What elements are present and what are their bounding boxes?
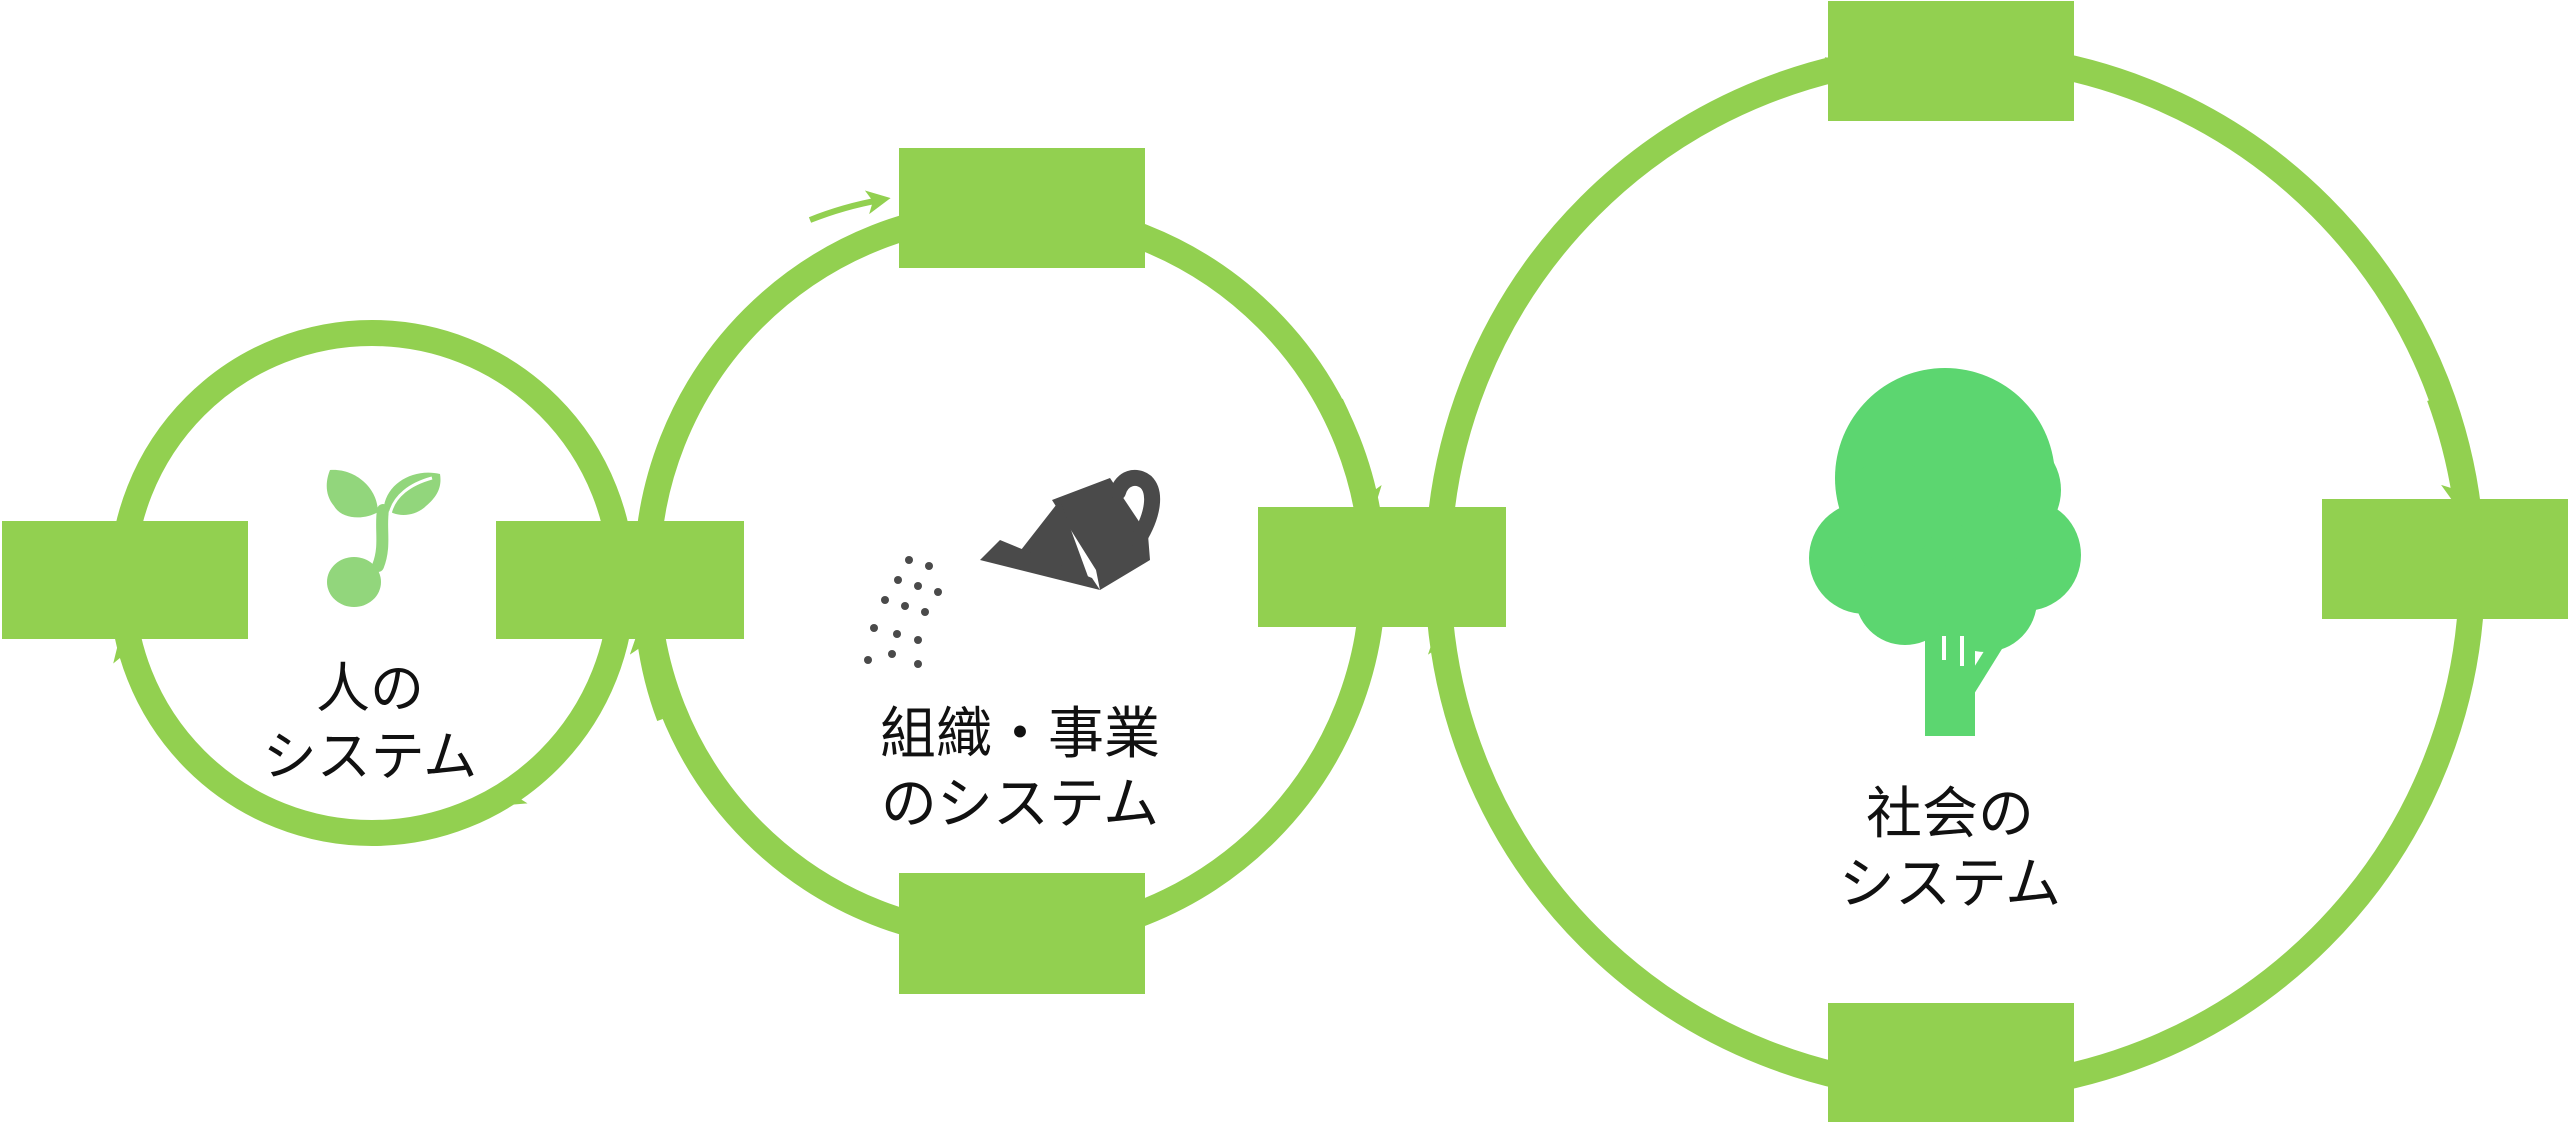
cycle-organization-arrow-bottom: [1160, 837, 1263, 906]
cycle-society-box-right: [2322, 499, 2568, 619]
cycle-organization: [629, 148, 1506, 994]
cycle-society: [1425, 1, 2568, 1122]
cycle-society-arrow-left: [1427, 629, 1453, 701]
cycle-person-arrow-right: [557, 408, 627, 543]
cycle-person-label-line-2: システム: [262, 724, 478, 788]
cycle-person-label: 人の システム: [240, 655, 500, 790]
cycle-person-label-line-1: 人の: [316, 657, 424, 720]
cycle-society-label-line-2: システム: [1838, 852, 2062, 917]
cycle-society-arrow-bottom: [2059, 1037, 2182, 1085]
cycle-person-box-left: [2, 521, 248, 639]
cycle-organization-arrow-top: [808, 190, 891, 223]
cycle-society-arrow-right: [2427, 398, 2465, 507]
sprout-icon: [326, 469, 441, 607]
cycle-society-label: 社会の システム: [1820, 780, 2080, 920]
cycle-organization-box-right: [1258, 507, 1506, 627]
cycle-person-arrow-left: [113, 637, 143, 702]
cycle-person-arrow-bottom: [500, 757, 563, 806]
cycle-organization-arrow-right: [1337, 398, 1382, 511]
cycle-organization-label: 組織・事業 のシステム: [860, 700, 1180, 840]
cycle-organization-label-line-1: 組織・事業: [880, 702, 1160, 767]
cycle-organization-arrow-left: [629, 629, 663, 722]
cycle-person-box-right: [496, 521, 744, 639]
cycle-society-box-top: [1828, 1, 2074, 121]
tree-icon: [1809, 368, 2081, 736]
cycle-organization-box-bottom: [899, 873, 1145, 994]
cycle-society-label-line-1: 社会の: [1866, 782, 2034, 847]
watering-can-icon: [864, 469, 1161, 668]
cycle-society-box-bottom: [1828, 1003, 2074, 1122]
cycle-person: [2, 320, 744, 846]
cycle-organization-box-top: [899, 148, 1145, 268]
cycle-organization-label-line-2: のシステム: [880, 772, 1160, 837]
